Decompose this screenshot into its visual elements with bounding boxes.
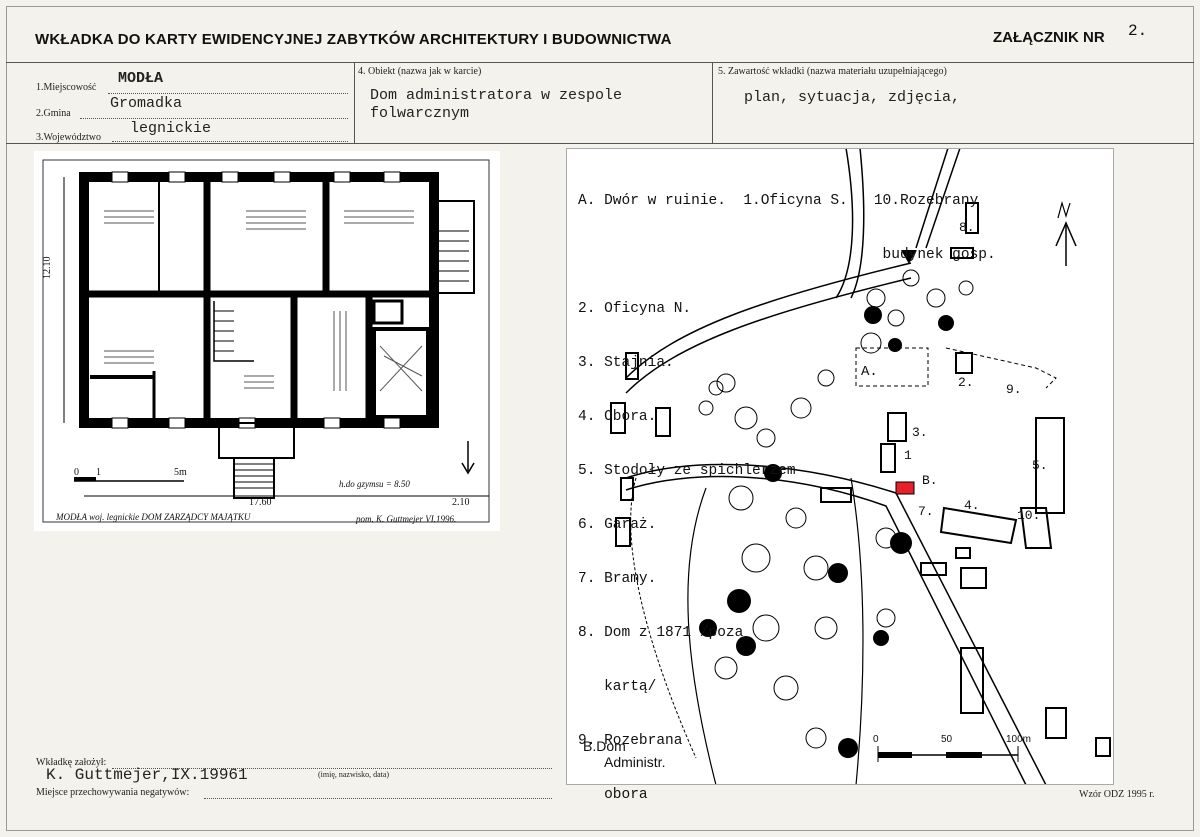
- founded-label: Wkładkę założył:: [36, 757, 107, 768]
- label-10: 10.: [1017, 508, 1041, 523]
- label-B: B.: [922, 473, 938, 488]
- label-A: A.: [861, 364, 878, 380]
- site-legend: A. Dwór w ruinie. 1.Oficyna S. 10.Rozebr…: [578, 156, 996, 822]
- floor-plan-drawing: [42, 159, 490, 523]
- commune-label: 2.Gmina: [36, 108, 71, 119]
- legend-line: budynek gosp.: [578, 247, 996, 263]
- object-value-line1: Dom administratora w zespole: [370, 87, 623, 104]
- founded-value: K. Guttmejer,IX.19961: [46, 766, 248, 784]
- label-8: 8.: [959, 220, 975, 235]
- legend-line: 3. Stajnia.: [578, 355, 674, 371]
- column-divider-1: [354, 62, 355, 143]
- fields-divider: [6, 143, 1194, 144]
- contents-label: 5. Zawartość wkładki (nazwa materiału uz…: [718, 66, 947, 77]
- map-scale-0: 0: [873, 734, 879, 745]
- legend-line: 9. Rozebrana: [578, 733, 683, 749]
- attachment-number: 2.: [1128, 22, 1148, 40]
- floor-plan-photo: 12.10 17.60 2.10 h.do gzymsu = 8.50 0 1 …: [34, 151, 500, 531]
- map-scale-50: 50: [941, 734, 953, 745]
- label-3: 3.: [912, 425, 928, 440]
- legend-line: kartą/: [578, 679, 657, 695]
- label-5: 5.: [1032, 458, 1048, 473]
- map-scale-100: 100m: [1006, 734, 1032, 745]
- label-4: 4.: [964, 498, 980, 513]
- highlighted-building: [895, 481, 915, 495]
- scale-1: 1: [96, 467, 101, 478]
- label-7: 7.: [918, 504, 934, 519]
- voivodeship-value: legnickie: [130, 120, 212, 137]
- scale-0: 0: [74, 467, 79, 478]
- header-divider: [6, 62, 1194, 63]
- object-label: 4. Obiekt (nazwa jak w karcie): [358, 66, 482, 77]
- form-frame: [6, 6, 1194, 831]
- locality-label: 1.Miejscowość: [36, 82, 97, 93]
- label-1: 1: [904, 448, 912, 463]
- locality-value: MODŁA: [118, 70, 164, 87]
- dim-height: 12.10: [42, 256, 53, 280]
- site-map-drawing: [566, 147, 1114, 786]
- plan-caption: MODŁA woj. legnickie DOM ZARZĄDCY MAJĄTK…: [56, 512, 251, 522]
- legend-line: 2. Oficyna N.: [578, 301, 692, 317]
- object-value-line2: folwarcznym: [370, 105, 470, 122]
- locality-line: [108, 93, 348, 94]
- dim-width: 17.60: [249, 497, 272, 508]
- founded-hint: (imię, nazwisko, data): [318, 770, 390, 779]
- legend-line: 6. Garaż.: [578, 517, 657, 533]
- commune-value: Gromadka: [110, 95, 183, 112]
- cornice-height: h.do gzymsu = 8.50: [339, 479, 410, 489]
- form-title: WKŁADKA DO KARTY EWIDENCYJNEJ ZABYTKÓW A…: [35, 31, 672, 48]
- column-divider-2: [712, 62, 713, 143]
- plan-author: pom. K. Guttmejer VI.1996.: [356, 514, 457, 524]
- negatives-label: Miejsce przechowywania negatywów:: [36, 787, 190, 798]
- legend-line: A. Dwór w ruinie. 1.Oficyna S. 10.Rozebr…: [578, 193, 979, 209]
- scale-5: 5m: [174, 467, 187, 478]
- form-template-label: Wzór ODZ 1995 r.: [1079, 789, 1155, 800]
- negatives-line: [204, 798, 552, 799]
- legend-line: obora: [578, 787, 648, 803]
- site-map-photo: A. 2. 3. 1 4. 5. 9. 10. 7. 8. B. B.Dom A…: [566, 147, 1114, 786]
- commune-line: [80, 118, 348, 119]
- legend-line: 7. Bramy.: [578, 571, 657, 587]
- voivodeship-line: [112, 141, 348, 142]
- bottom-label-2: Administr.: [604, 754, 666, 770]
- legend-line: 8. Dom z 1871 /poza: [578, 625, 744, 641]
- label-2: 2.: [958, 375, 974, 390]
- legend-line: 5. Stodoły ze spichlerzem: [578, 463, 796, 479]
- bottom-label-1: B.Dom: [583, 738, 626, 754]
- label-9: 9.: [1006, 382, 1022, 397]
- attachment-label: ZAŁĄCZNIK NR: [993, 29, 1105, 46]
- legend-line: 4. Obora.: [578, 409, 657, 425]
- dim-right: 2.10: [452, 497, 470, 508]
- founded-line: [112, 768, 552, 769]
- voivodeship-label: 3.Województwo: [36, 132, 102, 143]
- contents-value: plan, sytuacja, zdjęcia,: [744, 89, 961, 106]
